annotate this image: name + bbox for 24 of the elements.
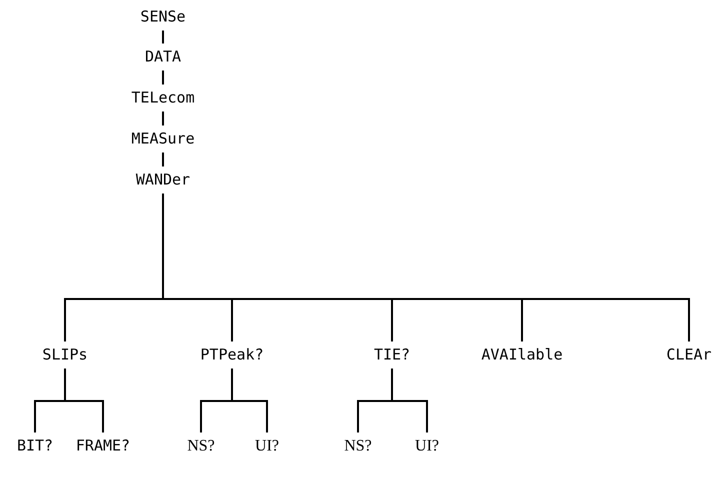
tree-connector [162,70,164,84]
tree-connector [162,30,164,44]
command-label: WANDer [134,170,192,190]
command-label: FRAME? [74,436,132,456]
command-label: BIT? [16,436,54,456]
command-label: PTPeak? [199,344,265,366]
tree-connector [162,112,164,126]
command-label: NS? [343,436,373,456]
command-label: UI? [254,436,280,456]
command-label: UI? [414,436,440,456]
tree-connector [64,368,104,432]
tree-connector [231,368,268,432]
tree-connector [391,368,428,432]
command-label: SLIPs [41,344,89,366]
command-label: TELecom [130,88,196,108]
command-label: CLEAr [665,344,713,366]
command-label: NS? [186,436,216,456]
command-label: DATA [144,46,182,68]
command-label: SENSe [139,6,187,28]
command-label: TIE? [372,344,412,366]
command-label: MEASure [130,128,196,150]
tree-connector [162,194,690,342]
command-label: AVAIlable [480,344,564,366]
tree-connector [162,152,164,166]
